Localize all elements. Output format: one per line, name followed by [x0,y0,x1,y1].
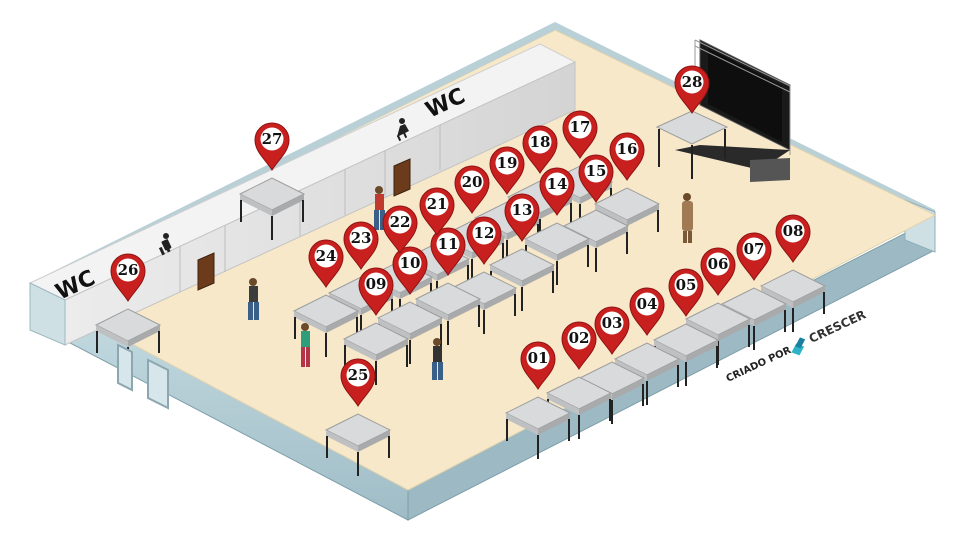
booth-28-map-pin[interactable]: 28 [674,65,710,114]
booth-02-tent[interactable] [545,376,613,439]
restroom-door-male [197,252,215,291]
booth-09-tent[interactable] [342,322,410,385]
person-figure [248,278,259,320]
woman-restroom-icon [396,118,409,142]
booth-25-tent[interactable] [324,413,392,476]
booth-02-map-pin[interactable]: 02 [561,321,597,370]
booth-05-map-pin[interactable]: 05 [668,268,704,317]
booth-number-label: 10 [400,254,421,272]
booth-number-label: 14 [547,175,568,193]
booth-number-label: 25 [348,366,369,384]
booth-number-label: 15 [586,162,607,180]
booth-19-map-pin[interactable]: 19 [489,146,525,195]
booth-01-tent[interactable] [504,396,572,459]
booth-number-label: 21 [427,195,448,213]
booth-13-tent[interactable] [488,248,556,311]
booth-number-label: 27 [262,130,283,148]
booth-20-map-pin[interactable]: 20 [454,165,490,214]
booth-12-map-pin[interactable]: 12 [466,216,502,265]
booth-number-label: 01 [528,349,549,367]
booth-10-map-pin[interactable]: 10 [392,246,428,295]
booth-number-label: 28 [682,73,703,91]
booth-22-map-pin[interactable]: 22 [382,205,418,254]
person-figure [374,186,385,230]
credit-brand: CRESCER [807,307,868,346]
booth-23-map-pin[interactable]: 23 [343,221,379,270]
booth-08-tent[interactable] [759,269,827,332]
booth-number-label: 18 [530,133,551,151]
booth-number-label: 08 [783,222,804,240]
booth-17-map-pin[interactable]: 17 [562,110,598,159]
booth-01-map-pin[interactable]: 01 [520,341,556,390]
booth-26-map-pin[interactable]: 26 [110,253,146,302]
restroom-block: WC WC [28,43,577,346]
booth-number-label: 22 [390,213,411,231]
crescer-logo-icon [791,337,806,356]
pin-layer: 01 02 03 04 05 06 07 08 09 10 11 12 13 14 15 16 17 18 19 20… [110,65,811,407]
restroom-door-female [393,158,411,197]
booth-27-map-pin[interactable]: 27 [254,122,290,171]
booth-number-label: 16 [617,140,638,158]
booth-21-map-pin[interactable]: 21 [419,187,455,236]
booth-number-label: 11 [438,235,459,253]
booth-number-label: 07 [744,240,765,258]
booth-number-label: 24 [316,247,337,265]
person-figure [301,323,310,367]
booth-number-label: 05 [676,276,697,294]
entrance-doors [117,343,169,410]
booth-16-map-pin[interactable]: 16 [609,132,645,181]
visitors [248,186,693,380]
booth-24-map-pin[interactable]: 24 [308,239,344,288]
booth-13-map-pin[interactable]: 13 [504,193,540,242]
booth-09-map-pin[interactable]: 09 [358,267,394,316]
booth-08-map-pin[interactable]: 08 [775,214,811,263]
booth-15-map-pin[interactable]: 15 [578,154,614,203]
booth-24-tent[interactable] [292,294,360,357]
booth-number-label: 12 [474,224,495,242]
booth-number-label: 06 [708,255,729,273]
booth-06-map-pin[interactable]: 06 [700,247,736,296]
booth-28-tent[interactable] [655,110,729,179]
booth-07-map-pin[interactable]: 07 [736,232,772,281]
booth-11-tent[interactable] [414,282,482,345]
booth-number-label: 19 [497,154,518,172]
booth-27-tent[interactable] [238,177,306,240]
person-figure [682,193,693,243]
person-figure [432,338,443,380]
booth-03-map-pin[interactable]: 03 [594,306,630,355]
booth-04-map-pin[interactable]: 04 [629,287,665,336]
booth-11-map-pin[interactable]: 11 [430,227,466,276]
booth-number-label: 17 [570,118,591,136]
booth-number-label: 13 [512,201,533,219]
booth-18-map-pin[interactable]: 18 [522,125,558,174]
man-restroom-icon [158,233,172,256]
booth-number-label: 23 [351,229,372,247]
booth-number-label: 09 [366,275,387,293]
booth-number-label: 26 [118,261,139,279]
booth-number-label: 02 [569,329,590,347]
booth-14-map-pin[interactable]: 14 [539,167,575,216]
booth-16-tent[interactable] [593,187,661,250]
booth-number-label: 04 [637,295,658,313]
booth-25-map-pin[interactable]: 25 [340,358,376,407]
booth-number-label: 03 [602,314,623,332]
booth-number-label: 20 [462,173,483,191]
